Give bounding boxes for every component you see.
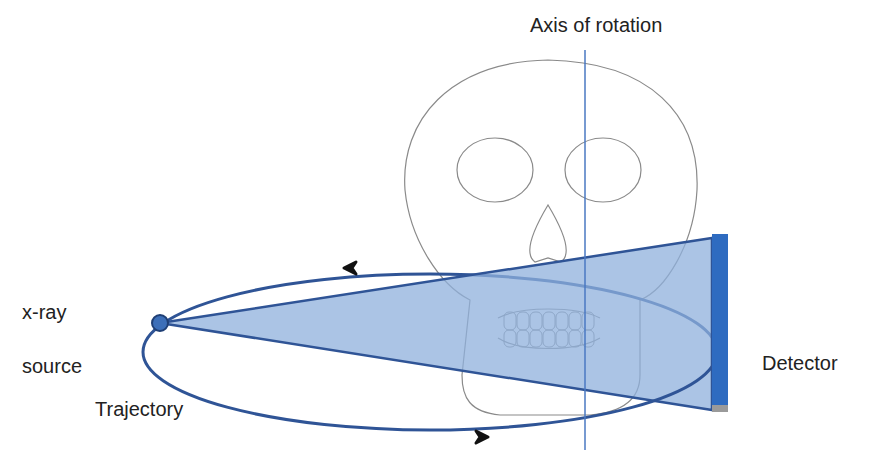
rotation-axis <box>584 50 586 450</box>
xray-cone <box>160 238 712 410</box>
source-label: x-ray source <box>22 285 94 393</box>
direction-arrow <box>476 431 488 443</box>
xray-source-dot <box>152 315 168 331</box>
axis-label: Axis of rotation <box>530 14 662 37</box>
trajectory-label: Trajectory <box>95 398 183 421</box>
detector-label: Detector <box>762 352 838 375</box>
direction-arrow <box>344 262 356 274</box>
detector-base <box>712 405 728 412</box>
detector-panel <box>712 234 728 412</box>
trajectory-ellipse <box>143 352 717 430</box>
